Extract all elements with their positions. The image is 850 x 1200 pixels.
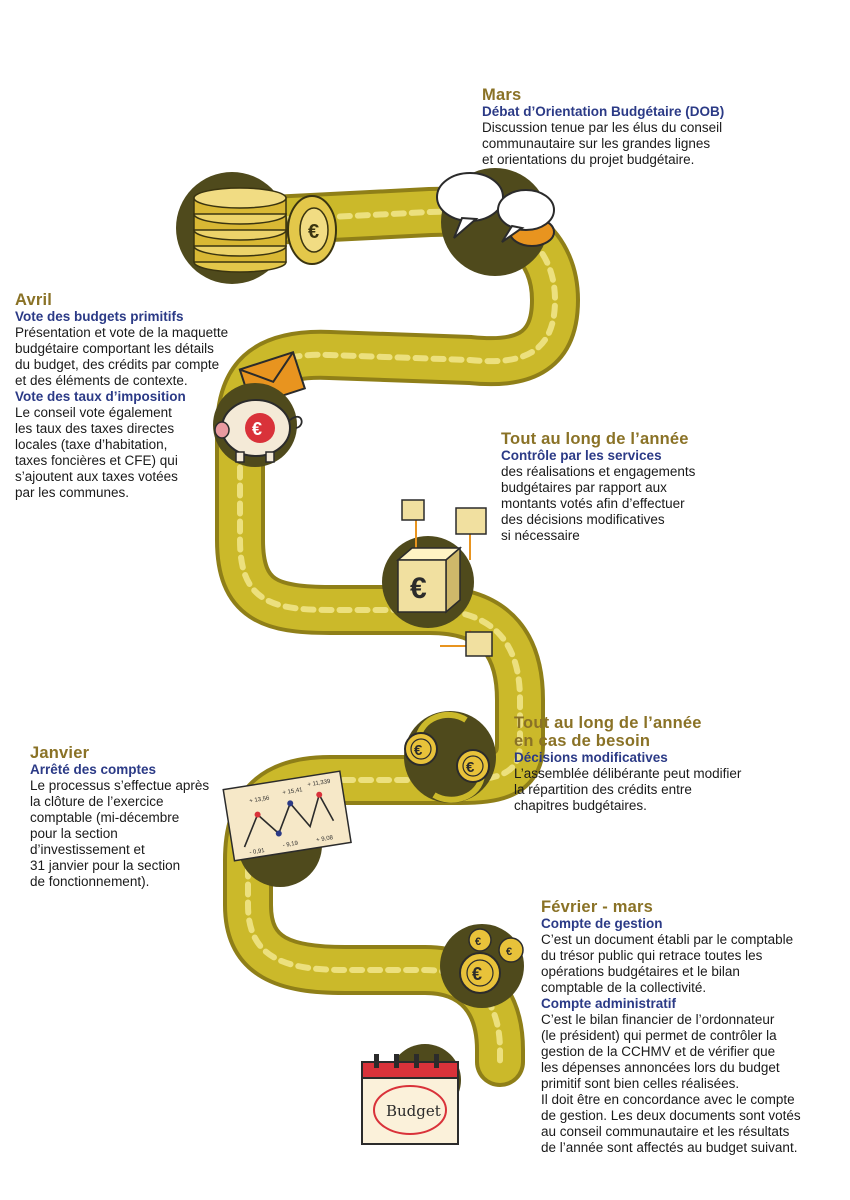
step-janvier-period: Janvier <box>30 744 90 762</box>
step-mars-subtitle: Débat d’Orientation Budgétaire (DOB) <box>482 104 725 119</box>
euro-coin-icon: € € € <box>440 924 524 1008</box>
step-controle-subtitle: Contrôle par les services <box>501 448 662 463</box>
step-decisions-subtitle: Décisions modificatives <box>514 750 668 765</box>
step-decisions-period-2: en cas de besoin <box>514 732 651 750</box>
chart-label-2: + 15,41 <box>282 787 304 796</box>
step-avril-text-1: Présentation et vote de la maquette budg… <box>15 325 229 388</box>
step-janvier: Janvier Arrêté des comptes Le processus … <box>30 744 230 890</box>
big-coin-euro: € <box>472 964 482 984</box>
small-coin-euro-2: € <box>506 946 512 958</box>
speech-bubbles-icon <box>436 168 555 276</box>
small-coin-euro-1: € <box>475 936 481 948</box>
chart-label-1: + 13,56 <box>249 795 271 804</box>
step-decisions-period-1: Tout au long de l’année <box>514 714 702 732</box>
road-center-line <box>229 208 559 1065</box>
piggy-bank-icon: € <box>213 383 303 467</box>
step-decisions-text: L’assemblée délibérante peut modifier la… <box>514 766 742 813</box>
step-avril-subtitle-1: Vote des budgets primitifs <box>15 309 184 324</box>
step-avril-subtitle-2: Vote des taux d’imposition <box>15 389 186 404</box>
coin-euro-symbol: € <box>308 221 319 243</box>
chart-label-5: - 9,19 <box>282 841 299 849</box>
step-fevrier-period: Février - mars <box>541 898 653 916</box>
cube-euro-symbol: € <box>410 572 427 605</box>
step-fevrier-subtitle-1: Compte de gestion <box>541 916 663 931</box>
step-fevrier-subtitle-2: Compte administratif <box>541 996 677 1011</box>
step-controle-period: Tout au long de l’année <box>501 430 689 448</box>
step-avril: Avril Vote des budgets primitifs Présent… <box>15 291 265 501</box>
chart-label-3: + 11,339 <box>307 779 331 789</box>
exchange-euro-symbol-2: € <box>466 759 475 776</box>
exchange-euro-symbol-1: € <box>414 742 423 759</box>
step-avril-text-2: Le conseil vote également les taux des t… <box>15 405 178 500</box>
step-mars: Mars Débat d’Orientation Budgétaire (DOB… <box>482 86 812 168</box>
step-mars-text: Discussion tenue par les élus du conseil… <box>482 120 723 167</box>
coin-stack-icon: € <box>176 172 337 284</box>
coin-exchange-icon: € € <box>404 711 496 803</box>
step-avril-period: Avril <box>15 291 53 309</box>
step-janvier-subtitle: Arrêté des comptes <box>30 762 157 777</box>
step-mars-period: Mars <box>482 86 522 104</box>
step-controle-text: des réalisations et engagements budgétai… <box>501 464 696 543</box>
budget-calendar-icon: Budget <box>361 1044 461 1145</box>
step-fevrier-text-1: C’est un document établi par le comptabl… <box>541 932 794 995</box>
step-fevrier: Février - mars Compte de gestion C’est u… <box>541 898 841 1156</box>
step-decisions: Tout au long de l’année en cas de besoin… <box>514 714 814 814</box>
step-janvier-text: Le processus s’effectue après la clôture… <box>30 778 210 889</box>
line-chart-icon: + 13,56 + 15,41 + 11,339 - 0,91 - 9,19 +… <box>222 770 352 887</box>
chart-label-4: - 0,91 <box>249 848 266 856</box>
chart-label-6: + 9,08 <box>316 835 334 844</box>
step-controle: Tout au long de l’année Contrôle par les… <box>501 430 801 544</box>
piggy-euro-symbol: € <box>252 419 262 439</box>
calendar-budget-word: Budget <box>386 1102 441 1120</box>
step-fevrier-text-2: C’est le bilan financier de l’ordonnateu… <box>541 1012 801 1155</box>
euro-cube-icon: € <box>382 499 493 657</box>
